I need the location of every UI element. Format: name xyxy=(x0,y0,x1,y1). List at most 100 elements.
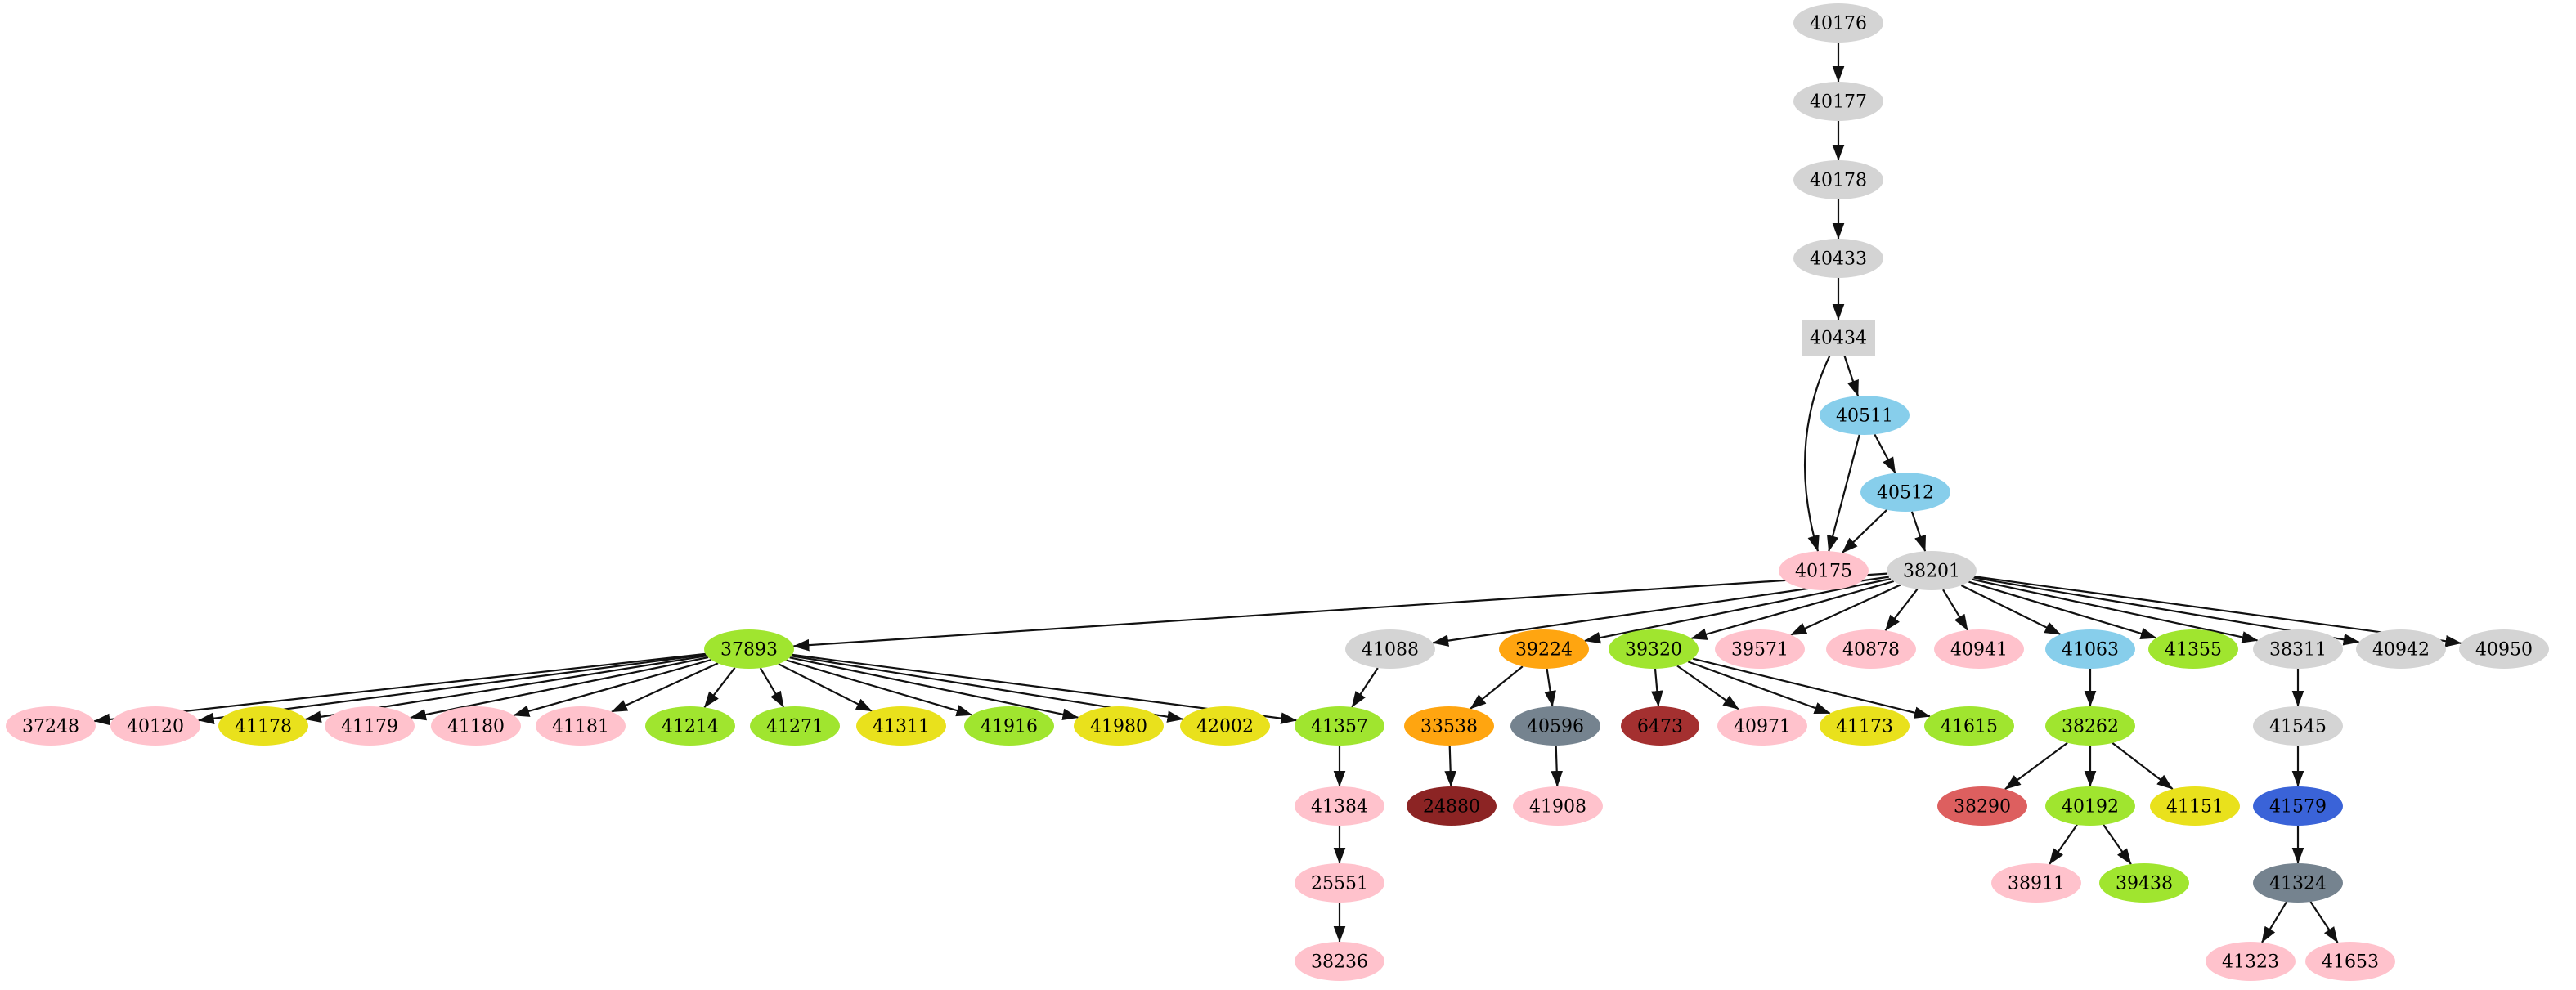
node-40942: 40942 xyxy=(2356,629,2446,669)
node-label-39438: 39438 xyxy=(2116,874,2173,894)
node-label-41088: 41088 xyxy=(1362,640,1419,661)
node-label-6473: 6473 xyxy=(1637,717,1683,737)
node-40941: 40941 xyxy=(1934,629,2024,669)
edge-38201-41063 xyxy=(1960,585,2062,635)
node-shape-41357 xyxy=(1295,706,1384,746)
node-shape-38262 xyxy=(2045,706,2135,746)
node-shape-40511 xyxy=(1820,396,1910,435)
edge-41324-41323 xyxy=(2261,901,2287,943)
node-label-41653: 41653 xyxy=(2322,952,2379,973)
node-40878: 40878 xyxy=(1826,629,1916,669)
node-shape-39571 xyxy=(1715,629,1805,669)
node-label-41384: 41384 xyxy=(1311,797,1368,818)
node-shape-37248 xyxy=(6,706,96,746)
node-shape-41214 xyxy=(645,706,735,746)
node-41357: 41357 xyxy=(1295,706,1384,746)
node-shape-40941 xyxy=(1934,629,2024,669)
edge-37893-41180 xyxy=(513,658,712,717)
node-41615: 41615 xyxy=(1924,706,2014,746)
node-41384: 41384 xyxy=(1295,786,1384,826)
node-label-38911: 38911 xyxy=(2008,874,2065,894)
node-shape-33538 xyxy=(1404,706,1494,746)
node-label-41063: 41063 xyxy=(2062,640,2119,661)
node-39320: 39320 xyxy=(1609,629,1699,669)
edge-40511-40175 xyxy=(1827,434,1860,552)
node-shape-41311 xyxy=(856,706,946,746)
node-shape-41323 xyxy=(2206,942,2296,981)
node-label-41323: 41323 xyxy=(2222,952,2279,973)
node-label-41180: 41180 xyxy=(447,717,505,737)
node-40596: 40596 xyxy=(1510,706,1600,746)
node-33538: 33538 xyxy=(1404,706,1494,746)
node-shape-40434 xyxy=(1802,320,1875,356)
node-41151: 41151 xyxy=(2150,786,2240,826)
node-41311: 41311 xyxy=(856,706,946,746)
node-41271: 41271 xyxy=(750,706,840,746)
node-40176: 40176 xyxy=(1793,3,1883,43)
edge-39224-33538 xyxy=(1470,665,1524,710)
node-label-37248: 37248 xyxy=(22,717,79,737)
node-shape-25551 xyxy=(1295,863,1384,903)
node-40971: 40971 xyxy=(1717,706,1807,746)
node-shape-40971 xyxy=(1717,706,1807,746)
node-shape-38236 xyxy=(1295,942,1384,981)
edge-40512-38201 xyxy=(1910,511,1927,552)
node-shape-41908 xyxy=(1513,786,1603,826)
node-shape-41916 xyxy=(964,706,1054,746)
edge-39320-6473 xyxy=(1651,668,1663,707)
edge-37893-41271 xyxy=(759,667,785,708)
node-label-40433: 40433 xyxy=(1810,249,1867,270)
node-label-41173: 41173 xyxy=(1836,717,1893,737)
edge-40512-40175 xyxy=(1842,509,1887,553)
edge-38201-40878 xyxy=(1884,589,1919,631)
node-shape-41355 xyxy=(2148,629,2238,669)
node-label-40175: 40175 xyxy=(1795,562,1852,582)
node-label-42002: 42002 xyxy=(1196,717,1254,737)
node-41324: 41324 xyxy=(2253,863,2343,903)
node-shape-40512 xyxy=(1860,473,1950,512)
edge-38201-37893 xyxy=(792,572,1887,652)
edge-41088-41357 xyxy=(1351,667,1379,708)
node-shape-38311 xyxy=(2253,629,2343,669)
node-shape-38911 xyxy=(1991,863,2081,903)
node-label-37893: 37893 xyxy=(720,640,778,661)
node-40433: 40433 xyxy=(1793,239,1883,278)
node-shape-41653 xyxy=(2305,942,2395,981)
node-40512: 40512 xyxy=(1860,473,1950,512)
edge-40434-40511 xyxy=(1843,355,1860,397)
edge-38201-39224 xyxy=(1584,578,1892,644)
node-shape-41179 xyxy=(325,706,415,746)
node-40177: 40177 xyxy=(1793,82,1883,121)
node-41180: 41180 xyxy=(431,706,521,746)
node-6473: 6473 xyxy=(1621,706,1699,746)
node-label-40950: 40950 xyxy=(2475,640,2533,661)
node-38262: 38262 xyxy=(2045,706,2135,746)
node-shape-40175 xyxy=(1779,551,1869,590)
node-label-41916: 41916 xyxy=(981,717,1038,737)
edge-38262-41151 xyxy=(2112,742,2174,790)
edge-40434-40175 xyxy=(1803,355,1831,552)
node-label-40971: 40971 xyxy=(1734,717,1791,737)
node-shape-41271 xyxy=(750,706,840,746)
node-label-40178: 40178 xyxy=(1810,171,1867,191)
node-shape-40192 xyxy=(2045,786,2135,826)
node-41178: 41178 xyxy=(218,706,308,746)
node-label-41357: 41357 xyxy=(1311,717,1368,737)
edge-33538-24880 xyxy=(1444,745,1457,787)
node-shape-41151 xyxy=(2150,786,2240,826)
node-label-41178: 41178 xyxy=(235,717,292,737)
node-41908: 41908 xyxy=(1513,786,1603,826)
node-shape-41980 xyxy=(1074,706,1164,746)
node-40950: 40950 xyxy=(2459,629,2549,669)
node-label-40434: 40434 xyxy=(1810,329,1867,349)
node-label-40176: 40176 xyxy=(1810,14,1867,34)
edge-39320-40971 xyxy=(1676,665,1739,710)
node-41179: 41179 xyxy=(325,706,415,746)
node-38236: 38236 xyxy=(1295,942,1384,981)
node-shape-41545 xyxy=(2253,706,2343,746)
node-40192: 40192 xyxy=(2045,786,2135,826)
node-label-41151: 41151 xyxy=(2166,797,2224,818)
node-label-40192: 40192 xyxy=(2062,797,2119,818)
node-41173: 41173 xyxy=(1820,706,1910,746)
